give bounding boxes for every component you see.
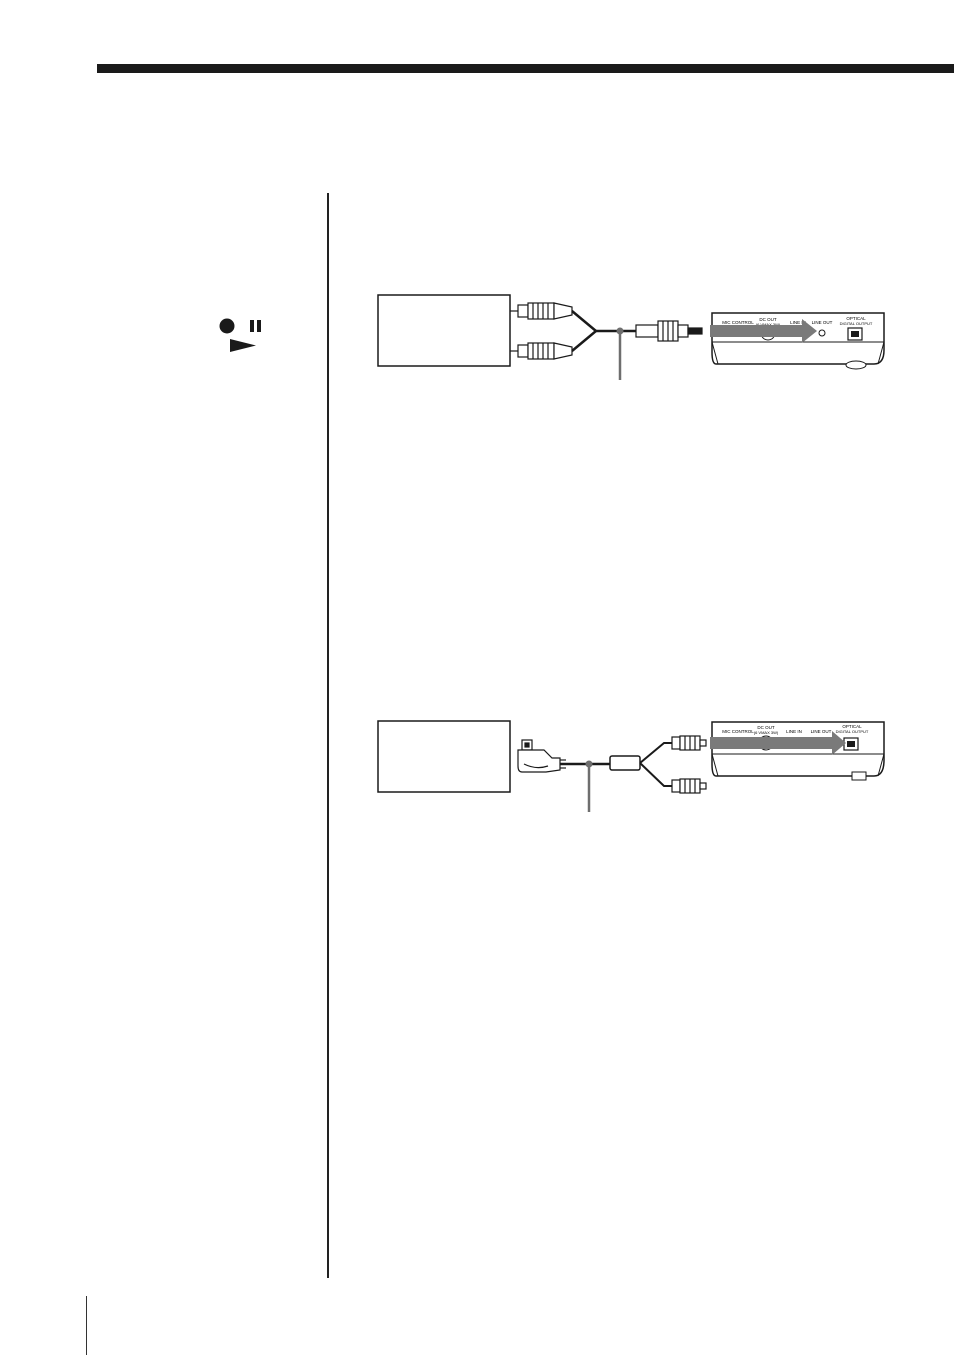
column-divider <box>327 193 329 1278</box>
svg-text:(6 VMAX 3W): (6 VMAX 3W) <box>754 730 779 735</box>
minidisc-deck: MIC CONTROL DC OUT (6 VMAX 3W) LINE IN L… <box>711 312 885 370</box>
record-icon <box>219 318 235 334</box>
play-icon <box>230 339 256 352</box>
svg-text:(6 VMAX 3W): (6 VMAX 3W) <box>756 322 781 327</box>
svg-text:LINE OUT: LINE OUT <box>811 729 832 734</box>
header-rule <box>97 64 954 73</box>
connection-diagram-optical-out: MIC CONTROL DC OUT (6 VMAX 3W) LINE IN L… <box>377 720 885 812</box>
transport-icons <box>219 318 261 352</box>
svg-text:LINE IN: LINE IN <box>786 729 802 734</box>
signal-direction-arrow <box>710 731 846 755</box>
signal-direction-arrow <box>710 319 817 343</box>
connection-diagram-line-out: MIC CONTROL DC OUT (6 VMAX 3W) LINE IN L… <box>377 294 885 380</box>
optical-angle-plug <box>517 739 566 773</box>
rca-plug-top <box>510 302 573 320</box>
svg-text:OPTICAL: OPTICAL <box>846 316 866 321</box>
svg-text:LINE OUT: LINE OUT <box>812 320 833 325</box>
svg-text:DC OUT: DC OUT <box>757 725 774 730</box>
rca-plug-bottom <box>671 778 707 794</box>
svg-text:DIGITAL OUTPUT: DIGITAL OUTPUT <box>836 729 869 734</box>
svg-text:DIGITAL OUTPUT: DIGITAL OUTPUT <box>840 321 873 326</box>
svg-text:MIC CONTROL: MIC CONTROL <box>722 729 754 734</box>
minidisc-deck: MIC CONTROL DC OUT (6 VMAX 3W) LINE IN L… <box>711 721 885 781</box>
stereo-mini-plug <box>635 320 703 342</box>
y-cable <box>571 310 636 352</box>
footer-rule <box>86 1296 87 1355</box>
rca-plug-bottom <box>510 342 573 360</box>
cable-junction <box>609 755 641 771</box>
svg-text:DC OUT: DC OUT <box>759 317 776 322</box>
svg-text:MIC CONTROL: MIC CONTROL <box>722 320 754 325</box>
rca-plug-top <box>671 735 707 751</box>
source-device-box <box>377 294 511 367</box>
y-cable <box>639 742 672 787</box>
svg-text:LINE IN: LINE IN <box>790 320 806 325</box>
svg-text:OPTICAL: OPTICAL <box>842 724 862 729</box>
source-device-box <box>377 720 511 793</box>
pause-icon <box>250 320 261 332</box>
